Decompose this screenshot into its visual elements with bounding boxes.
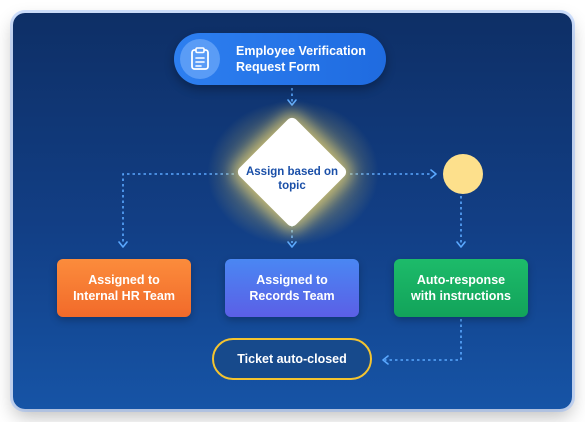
auto-response-label: Auto-response with instructions xyxy=(411,273,511,303)
start-node-label: Employee Verification Request Form xyxy=(236,44,366,74)
connector-auto-closed xyxy=(385,319,462,361)
records-team-node: Assigned to Records Team xyxy=(225,259,359,317)
arrowhead xyxy=(430,169,437,179)
arrowhead xyxy=(456,241,466,248)
arrowhead xyxy=(382,355,389,365)
ticket-closed-node: Ticket auto-closed xyxy=(212,338,372,380)
marker-circle xyxy=(443,154,483,194)
auto-response-node: Auto-response with instructions xyxy=(394,259,528,317)
connector-decision-hr xyxy=(122,173,234,243)
ticket-closed-label: Ticket auto-closed xyxy=(237,352,347,366)
decision-node-label: Assign based on topic xyxy=(245,166,339,192)
clipboard-icon xyxy=(180,39,220,79)
hr-team-label: Assigned to Internal HR Team xyxy=(73,273,175,303)
records-team-label: Assigned to Records Team xyxy=(249,273,335,303)
arrowhead xyxy=(118,241,128,248)
hr-team-node: Assigned to Internal HR Team xyxy=(57,259,191,317)
start-node: Employee Verification Request Form xyxy=(174,33,386,85)
